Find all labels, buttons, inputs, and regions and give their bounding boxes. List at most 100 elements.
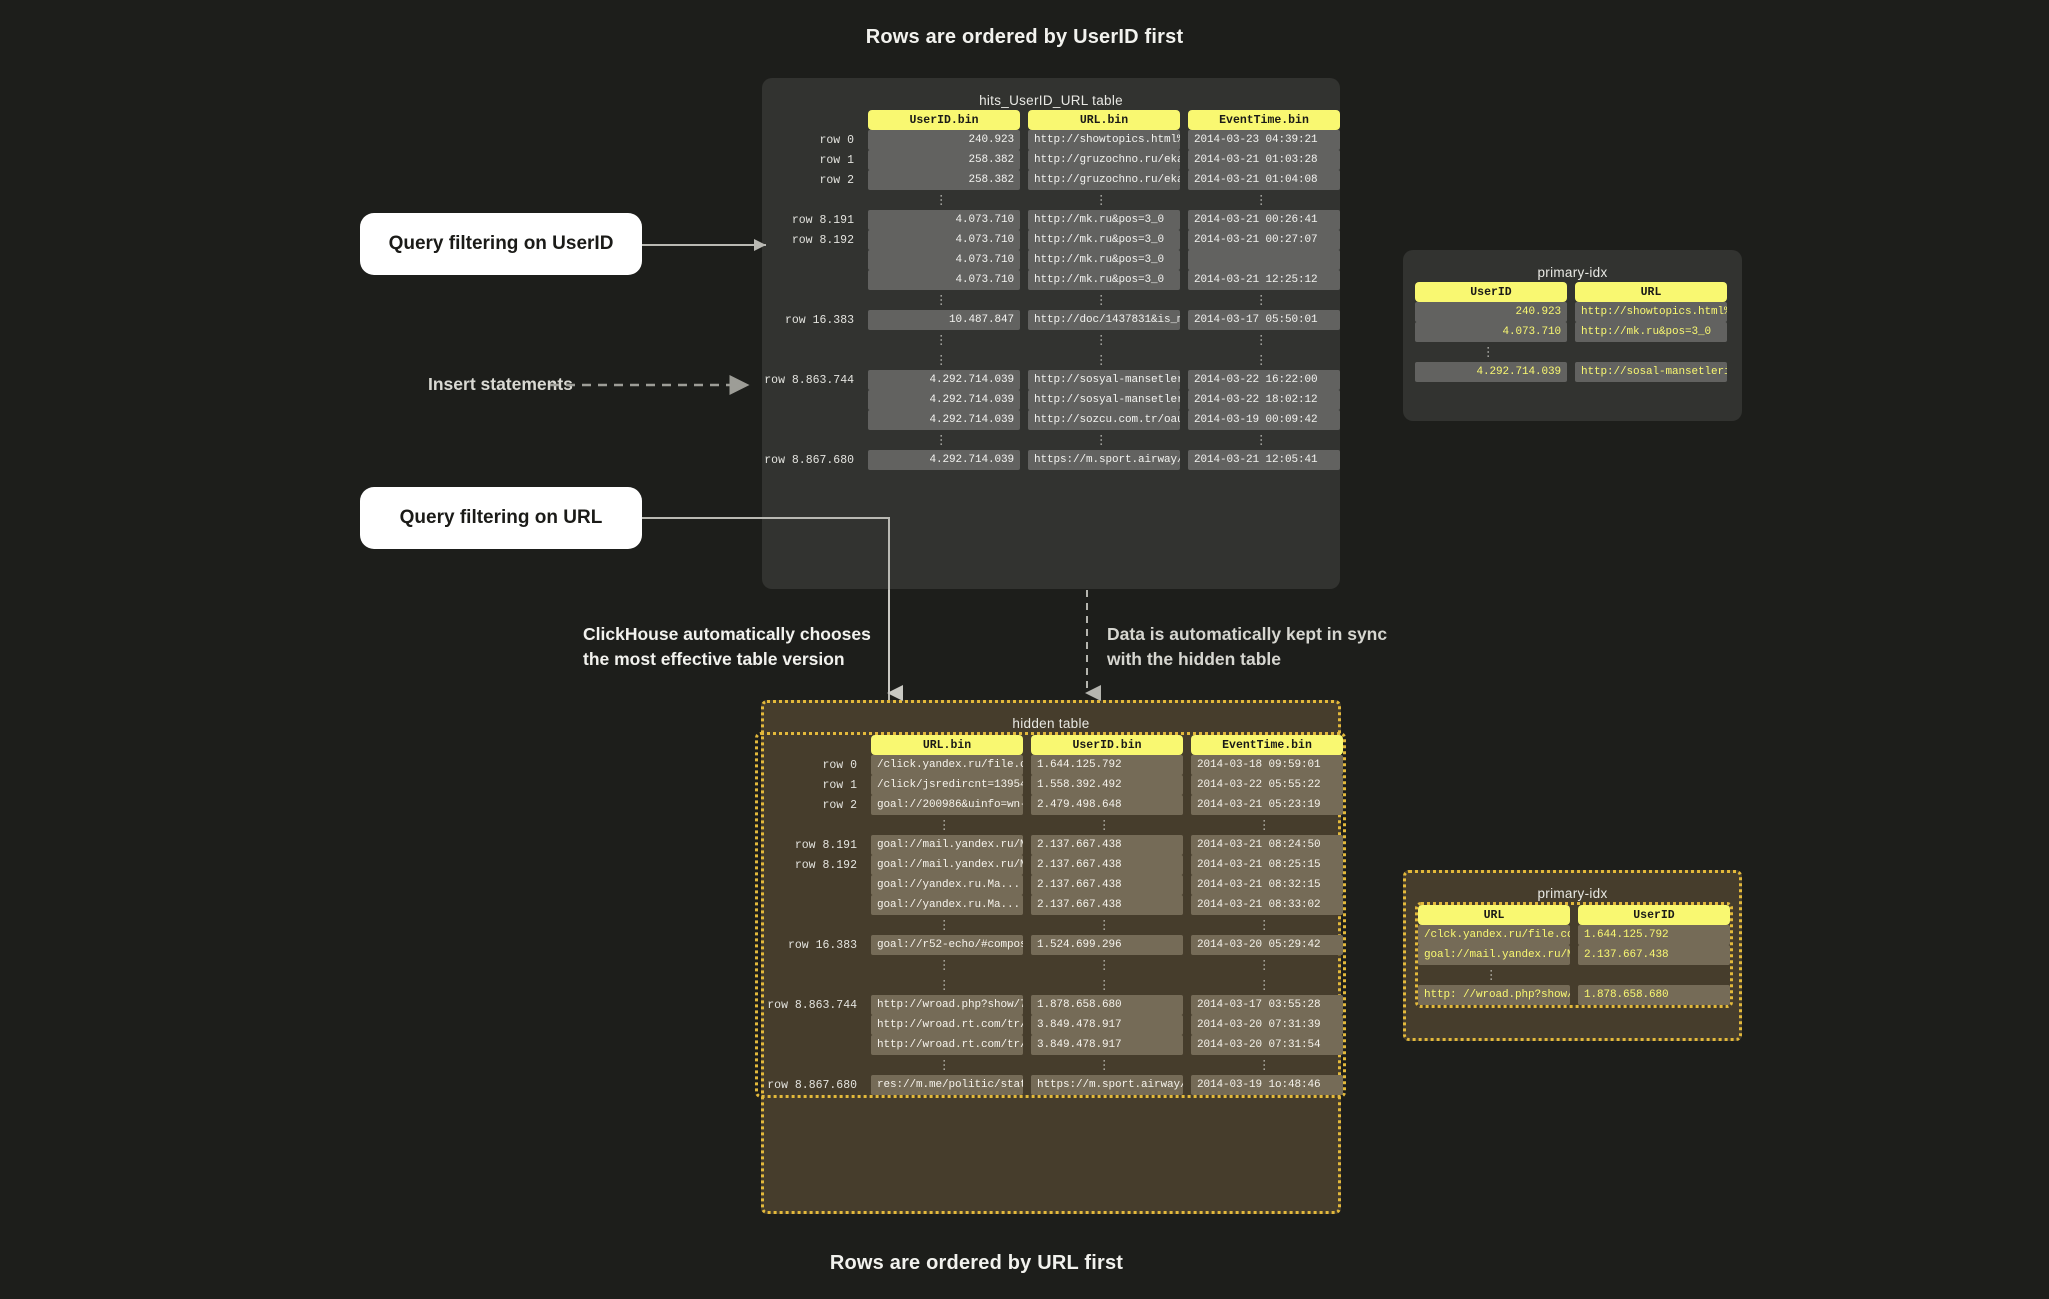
row-label: row 1 bbox=[819, 153, 854, 167]
column-header-url-bin[interactable]: URL.bin bbox=[871, 735, 1023, 755]
table-cell: goal://yandex.ru.Ma... bbox=[871, 895, 1023, 915]
idx-column-header-url[interactable]: URL bbox=[1575, 282, 1727, 302]
column-header-eventtime-bin[interactable]: EventTime.bin bbox=[1191, 735, 1343, 755]
vertical-ellipsis: … bbox=[1097, 333, 1112, 347]
note-effective-table-version: ClickHouse automatically chooses the mos… bbox=[583, 622, 871, 672]
table-cell: http://wroad.rt.com/tr/... bbox=[871, 1035, 1023, 1055]
table-cell: 2014-03-20 07:31:39 bbox=[1191, 1015, 1343, 1035]
row-label-spacer bbox=[755, 430, 860, 450]
table-cell: 2014-03-22 18:02:12 bbox=[1188, 390, 1340, 410]
table-cell: 2.137.667.438 bbox=[1031, 835, 1183, 855]
row-label bbox=[758, 895, 863, 915]
row-label: row 8.867.680 bbox=[764, 453, 854, 467]
vertical-ellipsis: … bbox=[940, 918, 955, 932]
table-cell: 2014-03-20 05:29:42 bbox=[1191, 935, 1343, 955]
row-label: row 16.383 bbox=[784, 313, 854, 327]
idx-cell: 1.644.125.792 bbox=[1578, 925, 1730, 945]
table-cell: goal://r52-echo/#compose... bbox=[871, 935, 1023, 955]
table-cell: 258.382 bbox=[868, 150, 1020, 170]
table-cell: 4.292.714.039 bbox=[868, 410, 1020, 430]
table-cell: 2014-03-21 12:05:41 bbox=[1188, 450, 1340, 470]
row-label bbox=[758, 1015, 863, 1035]
table-cell: 2014-03-20 07:31:54 bbox=[1191, 1035, 1343, 1055]
idx-column-header-userid[interactable]: UserID bbox=[1415, 282, 1567, 302]
vertical-ellipsis: … bbox=[1257, 293, 1272, 307]
table-cell: 1.644.125.792 bbox=[1031, 755, 1183, 775]
row-label: row 8.867.680 bbox=[767, 1078, 857, 1092]
row-label: row 8.863.744 bbox=[764, 373, 854, 387]
table-cell: 2.479.498.648 bbox=[1031, 795, 1183, 815]
table-cell: 2014-03-21 01:03:28 bbox=[1188, 150, 1340, 170]
column-header-eventtime-bin[interactable]: EventTime.bin bbox=[1188, 110, 1340, 130]
row-label bbox=[755, 410, 860, 430]
table-cell: 2014-03-19 1o:48:46 bbox=[1191, 1075, 1343, 1095]
primary-idx-main-grid: UserIDURL240.923http://showtopics.html%3… bbox=[1415, 282, 1727, 382]
idx-cell: http: //wroad.php?show/7... bbox=[1418, 985, 1570, 1005]
vertical-ellipsis: … bbox=[937, 333, 952, 347]
column-header-userid-bin[interactable]: UserID.bin bbox=[868, 110, 1020, 130]
table-cell: goal://mail.yandex.ru/Ma... bbox=[871, 835, 1023, 855]
row-label-spacer bbox=[758, 815, 863, 835]
table-cell: 2014-03-21 08:25:15 bbox=[1191, 855, 1343, 875]
note-effective-line2: the most effective table version bbox=[583, 649, 845, 669]
vertical-ellipsis: … bbox=[940, 818, 955, 832]
table-cell: goal://yandex.ru.Ma... bbox=[871, 875, 1023, 895]
note-sync-line1: Data is automatically kept in sync bbox=[1107, 624, 1388, 644]
row-label: row 2 bbox=[819, 173, 854, 187]
table-cell: 2014-03-17 03:55:28 bbox=[1191, 995, 1343, 1015]
table-cell: 2014-03-21 00:27:07 bbox=[1188, 230, 1340, 250]
table-cell: http://sosyal-mansetleri... bbox=[1028, 370, 1180, 390]
insert-statements-label: Insert statements bbox=[428, 374, 573, 394]
idx-column-header-userid[interactable]: UserID bbox=[1578, 905, 1730, 925]
callout-query-filtering-url[interactable]: Query filtering on URL bbox=[360, 487, 642, 549]
table-cell: 2.137.667.438 bbox=[1031, 895, 1183, 915]
table-cell: 1.558.392.492 bbox=[1031, 775, 1183, 795]
idx-cell: http://showtopics.html%3... bbox=[1575, 302, 1727, 322]
table-cell: 4.292.714.039 bbox=[868, 450, 1020, 470]
table-cell: 3.849.478.917 bbox=[1031, 1015, 1183, 1035]
vertical-ellipsis: … bbox=[1097, 433, 1112, 447]
idx-column-header-url[interactable]: URL bbox=[1418, 905, 1570, 925]
table-cell: 258.382 bbox=[868, 170, 1020, 190]
table-cell: 4.292.714.039 bbox=[868, 390, 1020, 410]
callout-url-label: Query filtering on URL bbox=[399, 507, 603, 528]
vertical-ellipsis: … bbox=[1257, 353, 1272, 367]
vertical-ellipsis: … bbox=[937, 433, 952, 447]
page-title-top: Rows are ordered by UserID first bbox=[865, 26, 1184, 48]
table-cell: 2014-03-17 05:50:01 bbox=[1188, 310, 1340, 330]
column-header-userid-bin[interactable]: UserID.bin bbox=[1031, 735, 1183, 755]
vertical-ellipsis: … bbox=[1260, 958, 1275, 972]
row-label: row 8.192 bbox=[794, 858, 857, 872]
vertical-ellipsis: … bbox=[1097, 353, 1112, 367]
table-cell: http://mk.ru&pos=3_0 bbox=[1028, 210, 1180, 230]
table-cell: http://gruzochno.ru/ekat... bbox=[1028, 170, 1180, 190]
vertical-ellipsis bbox=[1578, 965, 1730, 985]
table-cell: http://wroad.rt.com/tr/... bbox=[871, 1015, 1023, 1035]
table-cell: 2.137.667.438 bbox=[1031, 855, 1183, 875]
table-cell: http://doc/1437831&is_mo... bbox=[1028, 310, 1180, 330]
vertical-ellipsis: … bbox=[1484, 345, 1499, 359]
column-header-url-bin[interactable]: URL.bin bbox=[1028, 110, 1180, 130]
table-cell: 240.923 bbox=[868, 130, 1020, 150]
row-label-spacer bbox=[755, 290, 860, 310]
table-cell: /click/jsredircnt=1395412... bbox=[871, 775, 1023, 795]
idx-cell: 2.137.667.438 bbox=[1578, 945, 1730, 965]
hidden-table-title: hidden table bbox=[1012, 716, 1090, 731]
row-label-spacer bbox=[758, 955, 863, 975]
table-cell: http://mk.ru&pos=3_0 bbox=[1028, 230, 1180, 250]
table-cell: 2014-03-21 05:23:19 bbox=[1191, 795, 1343, 815]
vertical-ellipsis: … bbox=[940, 1058, 955, 1072]
row-label-spacer bbox=[755, 350, 860, 370]
table-cell: 2014-03-21 12:25:12 bbox=[1188, 270, 1340, 290]
vertical-ellipsis: … bbox=[1260, 818, 1275, 832]
row-label bbox=[755, 250, 860, 270]
table-cell: 2014-03-21 00:26:41 bbox=[1188, 210, 1340, 230]
table-cell: 2014-03-21 08:33:02 bbox=[1191, 895, 1343, 915]
row-label bbox=[758, 1035, 863, 1055]
table-cell: 4.073.710 bbox=[868, 210, 1020, 230]
row-label bbox=[755, 390, 860, 410]
vertical-ellipsis: … bbox=[1100, 918, 1115, 932]
callout-query-filtering-userid[interactable]: Query filtering on UserID bbox=[360, 213, 642, 275]
